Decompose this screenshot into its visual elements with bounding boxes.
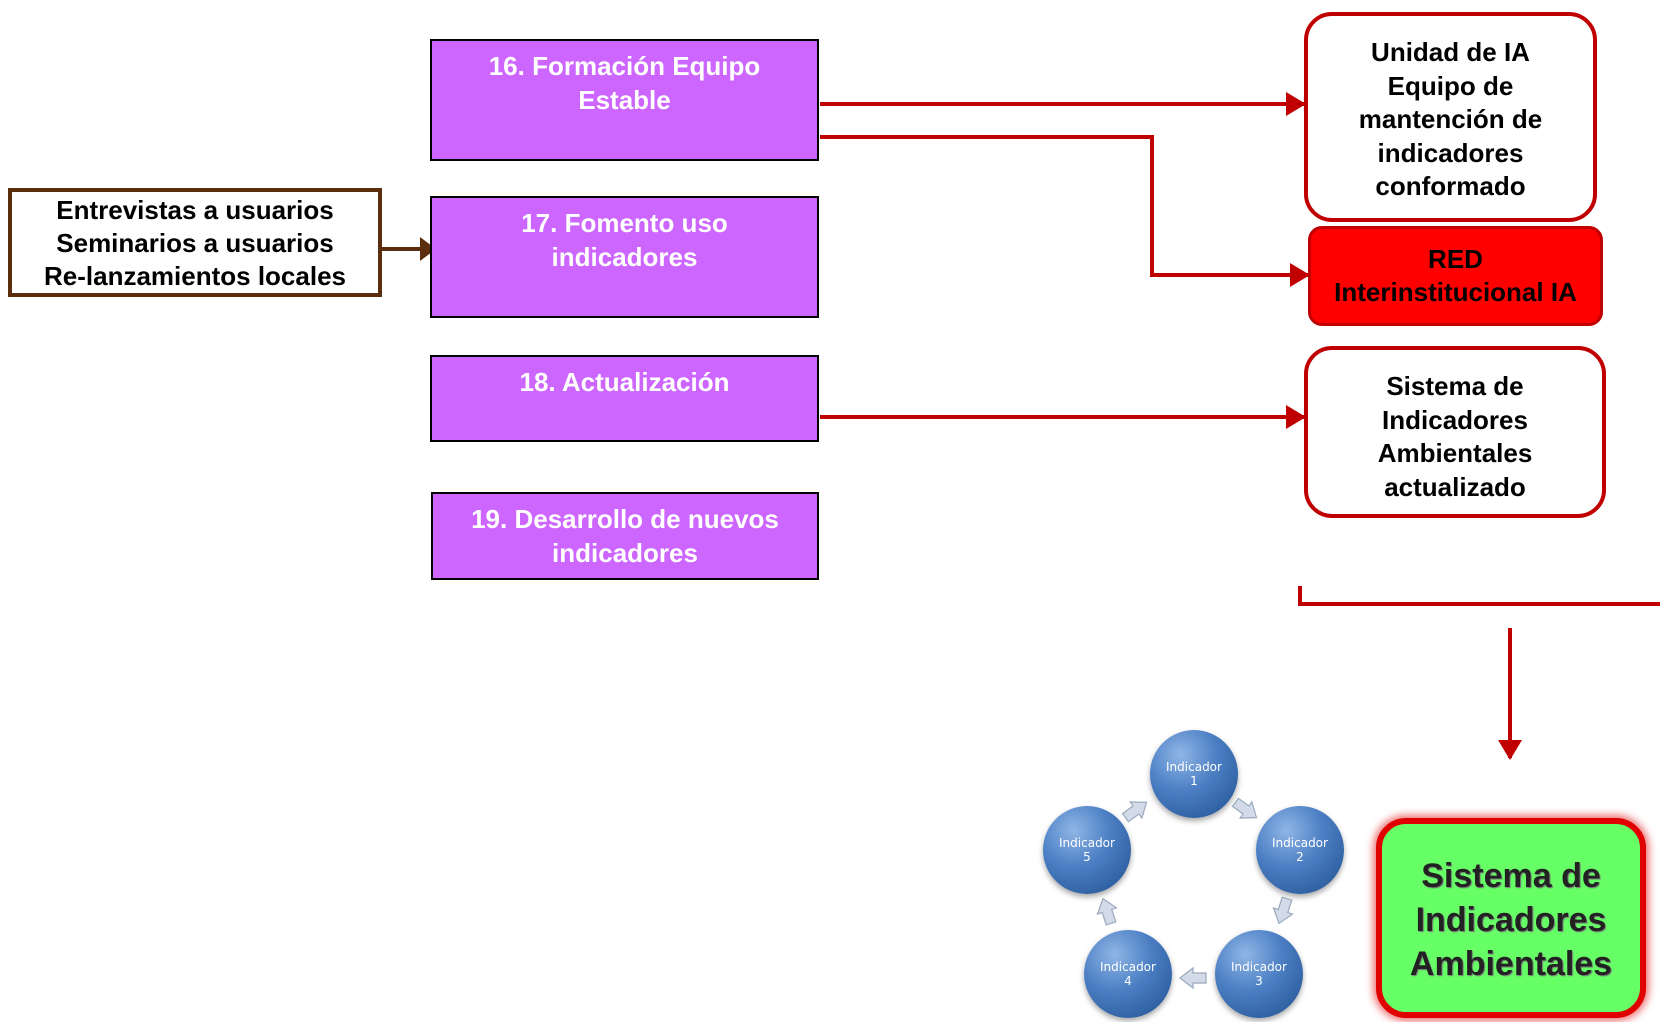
result-sistema-line1: Sistema de xyxy=(1386,371,1524,401)
activity-17-line2: indicadores xyxy=(551,242,698,272)
final-system-line3: Ambientales xyxy=(1409,945,1613,983)
result-unidad-line4: indicadores xyxy=(1377,137,1524,168)
result-sistema-line2: Indicadores xyxy=(1382,404,1528,435)
activity-19-line2: indicadores xyxy=(552,538,698,568)
indicator-node-4: Indicador 4 xyxy=(1084,930,1172,1018)
cycle-arrow-4-5-icon xyxy=(1096,897,1118,926)
result-sistema-line3: Ambientales xyxy=(1377,438,1533,468)
activity-19-box: 19. Desarrollo de nuevos indicadores xyxy=(431,492,819,580)
indicator-node-3: Indicador 3 xyxy=(1215,930,1303,1018)
inputs-box: Entrevistas a usuarios Seminarios a usua… xyxy=(8,188,382,297)
indicator-node-4-number: 4 xyxy=(1124,974,1132,988)
final-system-line1: Sistema de xyxy=(1421,857,1601,895)
indicator-node-2-label: Indicador xyxy=(1272,836,1328,850)
result-red-line1: RED xyxy=(1428,244,1483,274)
indicator-node-5: Indicador 5 xyxy=(1043,806,1131,894)
result-sistema-line4: actualizado xyxy=(1384,471,1526,502)
result-unidad-line5: conformado xyxy=(1375,171,1526,201)
input-relaunches: Re-lanzamientos locales xyxy=(44,261,346,291)
input-interviews: Entrevistas a usuarios xyxy=(56,195,334,225)
indicator-node-1-number: 1 xyxy=(1190,774,1198,788)
cycle-arrow-1-2-icon xyxy=(1231,797,1258,819)
result-red-line2: Interinstitucional IA xyxy=(1334,277,1577,307)
input-seminars: Seminarios a usuarios xyxy=(56,228,334,258)
indicator-node-1-label: Indicador xyxy=(1166,760,1222,774)
indicator-node-4-label: Indicador xyxy=(1100,960,1156,974)
activity-16-line1: 16. Formación Equipo xyxy=(488,51,761,81)
result-unidad-line3: mantención de xyxy=(1358,104,1543,134)
cycle-arrow-5-1-icon xyxy=(1121,801,1148,823)
indicator-node-1: Indicador 1 xyxy=(1150,730,1238,818)
final-system-line2: Indicadores xyxy=(1415,901,1607,939)
activity-16-box: 16. Formación Equipo Estable xyxy=(430,39,819,161)
results-bracket xyxy=(1298,586,1660,606)
activity-17-line1: 17. Fomento uso xyxy=(521,208,728,238)
indicator-node-3-number: 3 xyxy=(1255,974,1263,988)
cycle-arrow-3-4-icon xyxy=(1179,966,1207,990)
result-red-box: RED Interinstitucional IA xyxy=(1308,226,1603,326)
activity-17-box: 17. Fomento uso indicadores xyxy=(430,196,819,318)
activity-18-line1: 18. Actualización xyxy=(519,367,730,397)
activity-18-box: 18. Actualización xyxy=(430,355,819,442)
indicator-node-2-number: 2 xyxy=(1296,850,1304,864)
result-unidad-box: Unidad de IA Equipo de mantención de ind… xyxy=(1304,12,1597,222)
arrow-16-to-red xyxy=(820,135,1310,287)
result-unidad-line2: Equipo de xyxy=(1387,70,1514,101)
final-system-box: Sistema de Indicadores Ambientales xyxy=(1376,818,1646,1018)
activity-19-line1: 19. Desarrollo de nuevos xyxy=(471,504,779,534)
cycle-arrow-2-3-icon xyxy=(1272,896,1294,925)
indicator-node-2: Indicador 2 xyxy=(1256,806,1344,894)
activity-16-line2: Estable xyxy=(578,85,671,115)
indicator-node-3-label: Indicador xyxy=(1231,960,1287,974)
indicator-node-5-number: 5 xyxy=(1083,850,1091,864)
indicator-node-5-label: Indicador xyxy=(1059,836,1115,850)
result-sistema-actualizado-box: Sistema de Indicadores Ambientales actua… xyxy=(1304,346,1606,518)
result-unidad-line1: Unidad de IA xyxy=(1371,37,1530,67)
